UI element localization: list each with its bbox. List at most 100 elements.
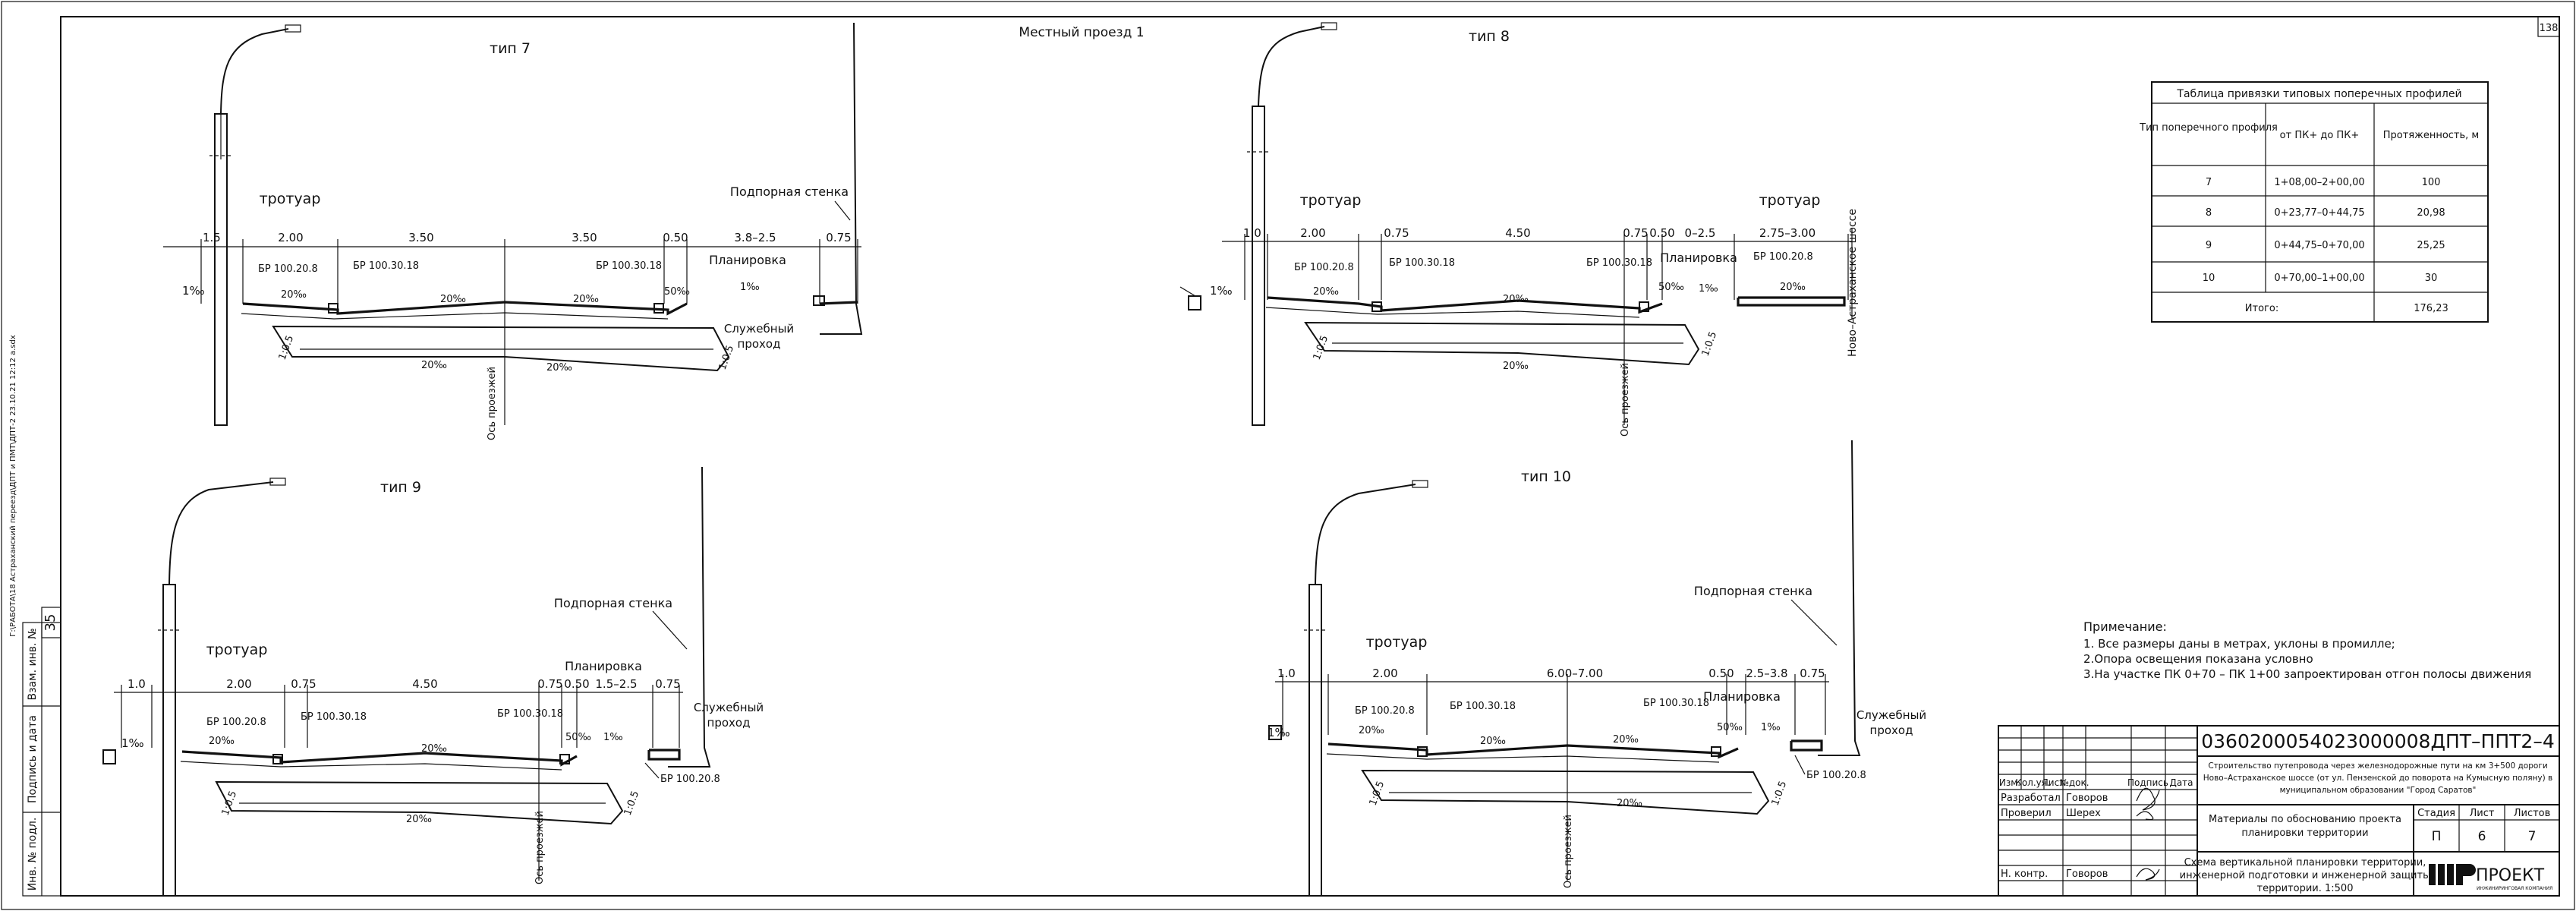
- p9-dim-2: 2.00: [226, 677, 251, 691]
- table-cell: 9: [2206, 240, 2212, 251]
- p7-slope-7: 20‰: [546, 362, 572, 374]
- tb-drawing-title: инженерной подготовки и инженерной защит…: [2180, 870, 2431, 881]
- p7-curb-1: БР 100.20.8: [258, 263, 318, 275]
- tb-col-list: Лист: [2042, 777, 2064, 788]
- side-stamp-inv: Инв. № подл.: [27, 818, 39, 891]
- profile-binding-table: Таблица привязки типовых поперечных проф…: [2139, 81, 2489, 323]
- p10-sidewalk-label: тротуар: [1366, 634, 1428, 651]
- p10-road-section: [1268, 725, 1823, 815]
- p9-axis: Ось проезжей: [534, 811, 546, 884]
- p7-axis: Ось проезжей: [487, 367, 498, 440]
- p8-dim-4: 4.50: [1505, 226, 1530, 240]
- p7-retaining-wall: [820, 22, 863, 335]
- p9-retaining-wall: [668, 466, 711, 768]
- p9-service-2: проход: [707, 716, 751, 730]
- side-stamp-sign: Подпись и дата: [27, 715, 39, 803]
- tb-col-sign: Подпись: [2127, 777, 2168, 788]
- p10-service-1: Служебный: [1856, 708, 1926, 722]
- p10-slope-left: 1‰: [1268, 726, 1290, 739]
- p9-dim-7: 1.5–2.5: [595, 677, 637, 691]
- p10-axis: Ось проезжей: [1563, 815, 1574, 888]
- table-cell: 30: [2425, 273, 2438, 284]
- p8-slope-3: 50‰: [1658, 282, 1684, 293]
- tb-name-checker: Шерех: [2066, 808, 2101, 819]
- p10-dim-4: 0.50: [1708, 667, 1734, 680]
- p7-embank-2: 1:0.5: [717, 344, 736, 371]
- p9-slope-4: 1‰: [603, 732, 623, 743]
- p8-embank-2: 1:0.5: [1700, 330, 1719, 358]
- p10-embank-2: 1:0.5: [1770, 780, 1789, 807]
- tb-section-title: Материалы по обоснованию проекта: [2209, 814, 2401, 825]
- note-item: 3.На участке ПК 0+70 – ПК 1+00 запроекти…: [2083, 667, 2531, 681]
- p9-slope-5: 20‰: [406, 814, 432, 825]
- tb-drawing-title: Схема вертикальной планировки территории…: [2184, 857, 2426, 868]
- p10-slope-5: 1‰: [1761, 722, 1781, 733]
- table-cell: 0+70,00–1+00,00: [2274, 273, 2364, 284]
- tb-name-normcontrol: Говоров: [2066, 868, 2108, 880]
- p8-dim-7: 0–2.5: [1685, 226, 1716, 240]
- signature-icon: [2136, 811, 2154, 821]
- sheet-number-box: [2537, 16, 2560, 37]
- p7-wall-label: Подпорная стенка: [730, 184, 849, 199]
- p10-retaining-wall: [1818, 440, 1861, 756]
- p10-wall-label: Подпорная стенка: [1694, 584, 1812, 598]
- p9-curb-4: БР 100.20.8: [660, 774, 720, 785]
- title-block: Изм. Кол.уч. Лист №док. Подпись Дата Раз…: [1998, 725, 2560, 897]
- p8-curb-4: БР 100.20.8: [1753, 251, 1813, 263]
- tb-col-kol: Кол.уч.: [2015, 777, 2049, 788]
- p9-dim-3: 0.75: [291, 677, 316, 691]
- p7-dim-1: 1.5: [203, 231, 221, 244]
- p8-axis: Ось проезжей: [1620, 363, 1631, 437]
- p10-slope-6: 20‰: [1617, 798, 1642, 809]
- table-cell: 1+08,00–2+00,00: [2274, 177, 2364, 188]
- p7-slope-1: 20‰: [281, 289, 307, 301]
- company-name: ПРОЕКТ: [2476, 866, 2545, 885]
- p9-curb-1: БР 100.20.8: [206, 717, 266, 728]
- tb-role-checker: Проверил: [2001, 808, 2052, 819]
- signature-icon: [2136, 868, 2160, 881]
- p9-dim-1: 1.0: [128, 677, 146, 691]
- table-cell: 8: [2206, 207, 2212, 219]
- p7-dim-6: 3.8–2.5: [734, 231, 776, 244]
- note-item: 2.Опора освещения показана условно: [2083, 652, 2313, 666]
- p7-slope-3: 20‰: [573, 294, 599, 305]
- p7-service-1: Служебный: [724, 322, 794, 336]
- p9-embank-2: 1:0.5: [622, 790, 641, 817]
- tb-project-line: Строительство путепровода через железнод…: [2208, 761, 2547, 771]
- p10-dim-2: 2.00: [1372, 667, 1397, 680]
- tb-project-line: муниципальном образовании "Город Саратов…: [2280, 786, 2477, 795]
- profile-type-8: тип 8 тротуар тротуар 1.0 2.00 0.75 4.50…: [1179, 22, 1859, 437]
- p9-slope-2: 20‰: [421, 743, 447, 755]
- table-cell: 0+23,77–0+44,75: [2274, 207, 2364, 219]
- p7-slope-2: 20‰: [440, 294, 466, 305]
- p8-curb-1: БР 100.20.8: [1294, 262, 1354, 273]
- side-stamp: 35 Взам. инв. № Подпись и дата Инв. № по…: [9, 335, 61, 897]
- p10-grading-label: Планировка: [1703, 689, 1781, 704]
- note-item: 1. Все размеры даны в метрах, уклоны в п…: [2083, 637, 2395, 651]
- p8-slope-1: 20‰: [1313, 286, 1339, 298]
- p9-service-1: Служебный: [694, 701, 764, 714]
- table-cell: 7: [2206, 177, 2212, 188]
- p8-dim-6: 0.50: [1649, 226, 1674, 240]
- table-cell: 0+44,75–0+70,00: [2274, 240, 2364, 251]
- p9-road-section: [102, 749, 681, 825]
- p10-dim-5: 2.5–3.8: [1746, 667, 1787, 680]
- profile-type-7: тип 7 тротуар 1.5 2.00 3.50 3.50 0.50 3.…: [163, 22, 863, 440]
- p9-curb-2: БР 100.30.18: [301, 711, 367, 723]
- table-cell: 10: [2203, 273, 2215, 284]
- p8-road-name: Ново–Астраханское шоссе: [1847, 209, 1859, 357]
- p8-sidewalk-left: тротуар: [1300, 192, 1362, 209]
- side-stamp-vzam: Взам. инв. №: [27, 628, 39, 700]
- p8-embank-1: 1:0.5: [1312, 334, 1331, 361]
- p9-dim-4: 4.50: [412, 677, 437, 691]
- p8-dim-3: 0.75: [1384, 226, 1409, 240]
- tb-role-developer: Разработал: [2001, 793, 2061, 804]
- p7-slope-5: 1‰: [740, 282, 760, 293]
- side-stamp-path: Г:\РАБОТА\18 Астраханский переезд\ДПТ и …: [9, 335, 17, 637]
- p10-dim-6: 0.75: [1800, 667, 1825, 680]
- tb-sheet-value: 6: [2478, 829, 2486, 844]
- p9-slope-left: 1‰: [121, 736, 144, 750]
- tb-sheet-header: Лист: [2470, 808, 2495, 819]
- p7-dim-7: 0.75: [826, 231, 851, 244]
